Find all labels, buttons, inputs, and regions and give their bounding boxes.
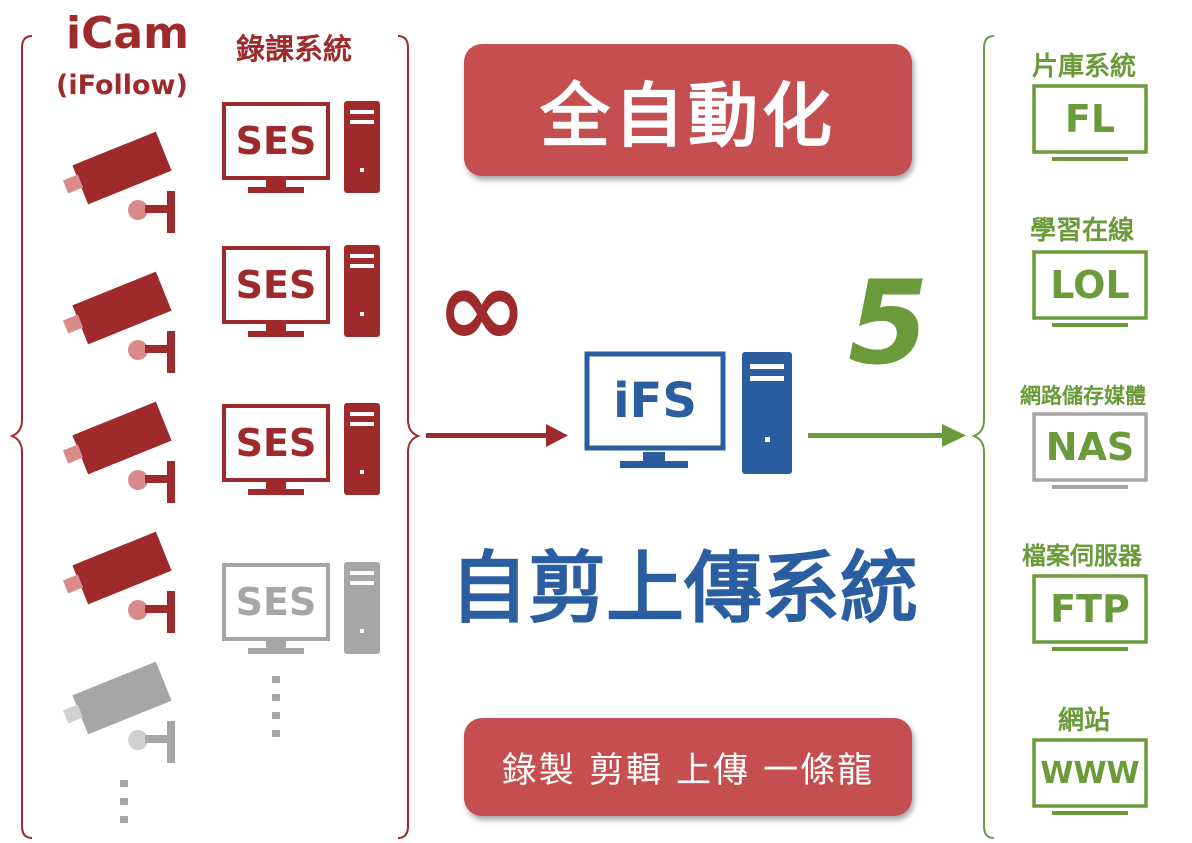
icam-title: iCam bbox=[66, 8, 189, 59]
arrow-left-to-server bbox=[426, 424, 568, 447]
camera-icon-1 bbox=[62, 131, 175, 233]
automation-banner: 全自動化 bbox=[464, 44, 912, 176]
right-bracket bbox=[971, 35, 995, 839]
destination-label-1: 片庫系統 bbox=[1032, 52, 1137, 82]
destination-code-4: FTP bbox=[1050, 587, 1130, 631]
infinity-symbol: ∞ bbox=[436, 244, 528, 372]
ses-label-2: SES bbox=[235, 263, 317, 307]
ses-tower-icons bbox=[344, 101, 380, 654]
left-bracket-right bbox=[397, 35, 421, 839]
server-title: 自剪上傳系統 bbox=[450, 544, 919, 634]
destination-label-5: 網站 bbox=[1058, 706, 1111, 736]
bottom-banner: 錄製 剪輯 上傳 一條龍 bbox=[464, 718, 912, 816]
destination-label-4: 檔案伺服器 bbox=[1022, 542, 1142, 570]
ses-monitor-stands bbox=[248, 180, 304, 654]
icam-subtitle: (iFollow) bbox=[56, 70, 188, 101]
camera-more-dots bbox=[120, 780, 128, 823]
destination-monitor-frames bbox=[1032, 84, 1148, 808]
camera-icon-2 bbox=[62, 271, 175, 373]
camera-icon-3 bbox=[62, 401, 175, 503]
count-number: 5 bbox=[848, 256, 929, 391]
destination-code-2: LOL bbox=[1050, 263, 1130, 307]
ses-monitor-frames bbox=[222, 102, 330, 641]
camera-icon-5 bbox=[62, 661, 175, 763]
ifs-computer-icon bbox=[584, 351, 792, 474]
automation-banner-text: 全自動化 bbox=[540, 74, 836, 157]
left-bracket-left bbox=[9, 35, 33, 839]
destination-label-3: 網路儲存媒體 bbox=[1020, 384, 1146, 408]
camera-icon-4 bbox=[62, 531, 175, 633]
ses-label-1: SES bbox=[235, 119, 317, 163]
ifs-monitor-label: iFS bbox=[613, 373, 697, 429]
destination-code-5: WWW bbox=[1040, 755, 1140, 791]
ses-label-3: SES bbox=[235, 421, 317, 465]
destination-code-3: NAS bbox=[1045, 425, 1135, 469]
destination-monitor-stands bbox=[1052, 157, 1128, 815]
ses-more-dots bbox=[272, 676, 280, 737]
bottom-banner-text: 錄製 剪輯 上傳 一條龍 bbox=[501, 750, 875, 791]
destination-label-2: 學習在線 bbox=[1030, 216, 1135, 246]
recording-system-title: 錄課系統 bbox=[236, 32, 353, 66]
arrow-server-to-destinations bbox=[808, 424, 966, 447]
ses-label-4: SES bbox=[235, 580, 317, 624]
destination-code-1: FL bbox=[1064, 97, 1116, 141]
